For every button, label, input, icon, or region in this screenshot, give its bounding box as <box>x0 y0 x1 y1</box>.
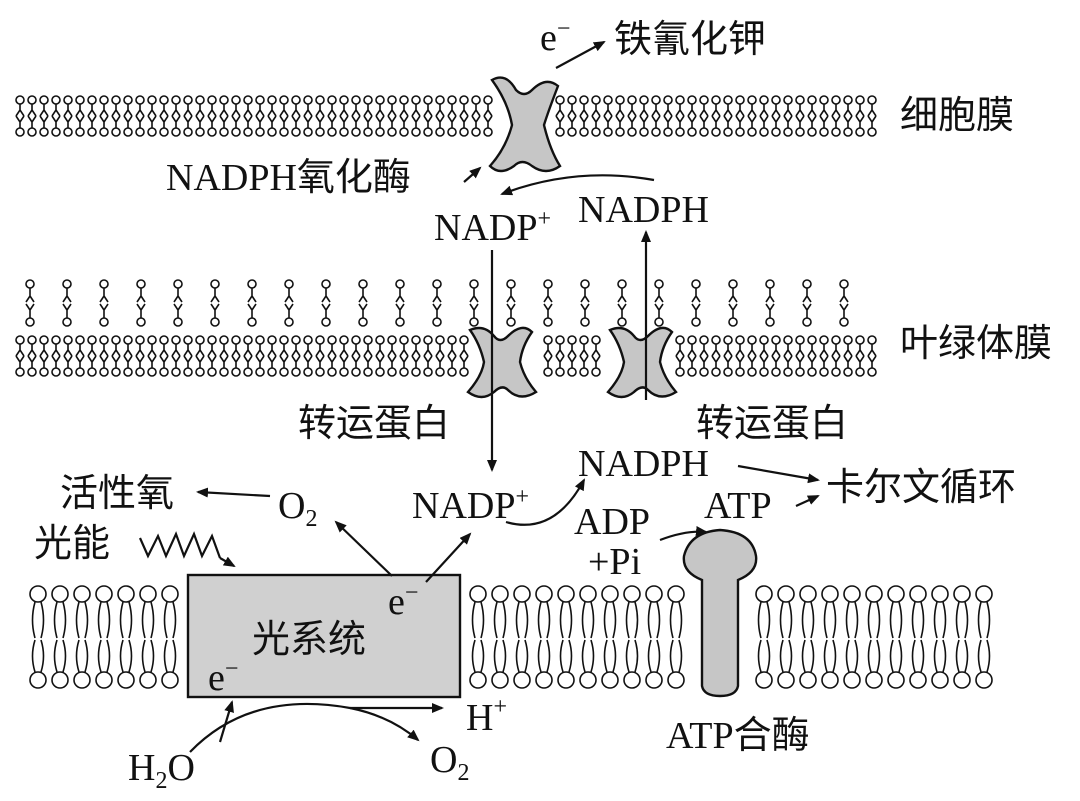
h2o-label: H2O <box>128 747 195 794</box>
arrows <box>138 41 820 753</box>
transporter-left-label: 转运蛋白 <box>298 401 450 445</box>
nadph-oxidase-label: NADPH氧化酶 <box>166 157 411 199</box>
pi-label: +Pi <box>588 541 641 583</box>
h-plus-label: H+ <box>466 694 507 739</box>
chloroplast-inner-membrane <box>15 335 877 377</box>
atp-synthase-protein <box>682 528 758 698</box>
reactive-oxygen-label: 活性氧 <box>60 471 174 515</box>
photosystem-label: 光系统 <box>252 617 366 661</box>
cell-membrane-label: 细胞膜 <box>900 93 1014 137</box>
o2-top-label: O2 <box>278 485 317 532</box>
nadp-plus-top-label: NADP+ <box>434 206 551 249</box>
nadph-top-label: NADPH <box>578 189 709 231</box>
nadph-oxidase-protein <box>488 76 562 173</box>
nadp-plus-mid-label: NADP+ <box>412 484 529 527</box>
thylakoid-membrane <box>29 585 993 689</box>
e-top-label: e− <box>540 16 570 59</box>
transporter-right-label: 转运蛋白 <box>696 401 848 445</box>
o2-bottom-label: O2 <box>430 739 469 786</box>
ferricyanide-label: 铁氰化钾 <box>614 17 766 61</box>
e-ps-right-label: e− <box>388 580 418 623</box>
atp-synthase-label: ATP合酶 <box>666 715 810 757</box>
light-energy-label: 光能 <box>34 521 110 565</box>
transporter-protein-left <box>466 326 538 399</box>
chloroplast-outer-membrane <box>25 279 849 327</box>
e-ps-left-label: e− <box>208 656 238 699</box>
photosystem-box <box>186 573 462 699</box>
nadph-mid-label: NADPH <box>578 443 709 485</box>
chloroplast-membrane-label: 叶绿体膜 <box>900 321 1052 365</box>
atp-top-label: ATP <box>704 485 772 527</box>
adp-label: ADP <box>574 501 650 543</box>
transporter-protein-right <box>606 326 678 399</box>
calvin-cycle-label: 卡尔文循环 <box>826 465 1016 509</box>
cell-membrane <box>15 95 877 137</box>
